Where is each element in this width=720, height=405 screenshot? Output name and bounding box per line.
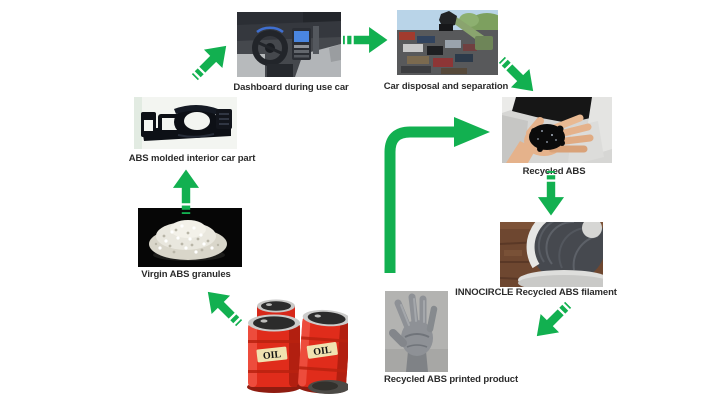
label-filament: INNOCIRCLE Recycled ABS filament bbox=[455, 287, 617, 298]
arrow-disposal-to-recycled bbox=[490, 48, 545, 103]
abs-filament-spool-photo bbox=[500, 222, 603, 287]
label-virgin-granules: Virgin ABS granules bbox=[141, 269, 231, 280]
oil-barrel-label: OIL bbox=[262, 349, 282, 362]
arrow-granules-to-molded bbox=[170, 168, 202, 214]
arrow-recycled-to-filament bbox=[535, 171, 567, 217]
label-molded-part: ABS molded interior car part bbox=[128, 153, 256, 164]
oil-barrels-illustration: OIL OIL bbox=[245, 296, 348, 395]
arrow-dashboard-to-disposal bbox=[343, 24, 389, 56]
arrow-filament-to-printed bbox=[524, 293, 579, 348]
arrow-printed-to-recycled bbox=[384, 117, 490, 273]
recycled-abs-photo bbox=[502, 97, 612, 163]
printed-hand-photo bbox=[385, 291, 448, 372]
abs-molded-part-photo bbox=[134, 97, 237, 149]
arrow-molded-to-dashboard bbox=[183, 33, 238, 88]
oil-barrel-label: OIL bbox=[313, 345, 333, 358]
arrow-barrels-to-granules bbox=[195, 279, 250, 334]
car-disposal-photo bbox=[397, 10, 498, 75]
label-disposal: Car disposal and separation bbox=[383, 81, 509, 92]
virgin-abs-granules-photo bbox=[138, 208, 242, 267]
dashboard-photo bbox=[237, 12, 341, 77]
label-dashboard: Dashboard during use car bbox=[233, 82, 349, 93]
label-printed-product: Recycled ABS printed product bbox=[383, 374, 519, 385]
